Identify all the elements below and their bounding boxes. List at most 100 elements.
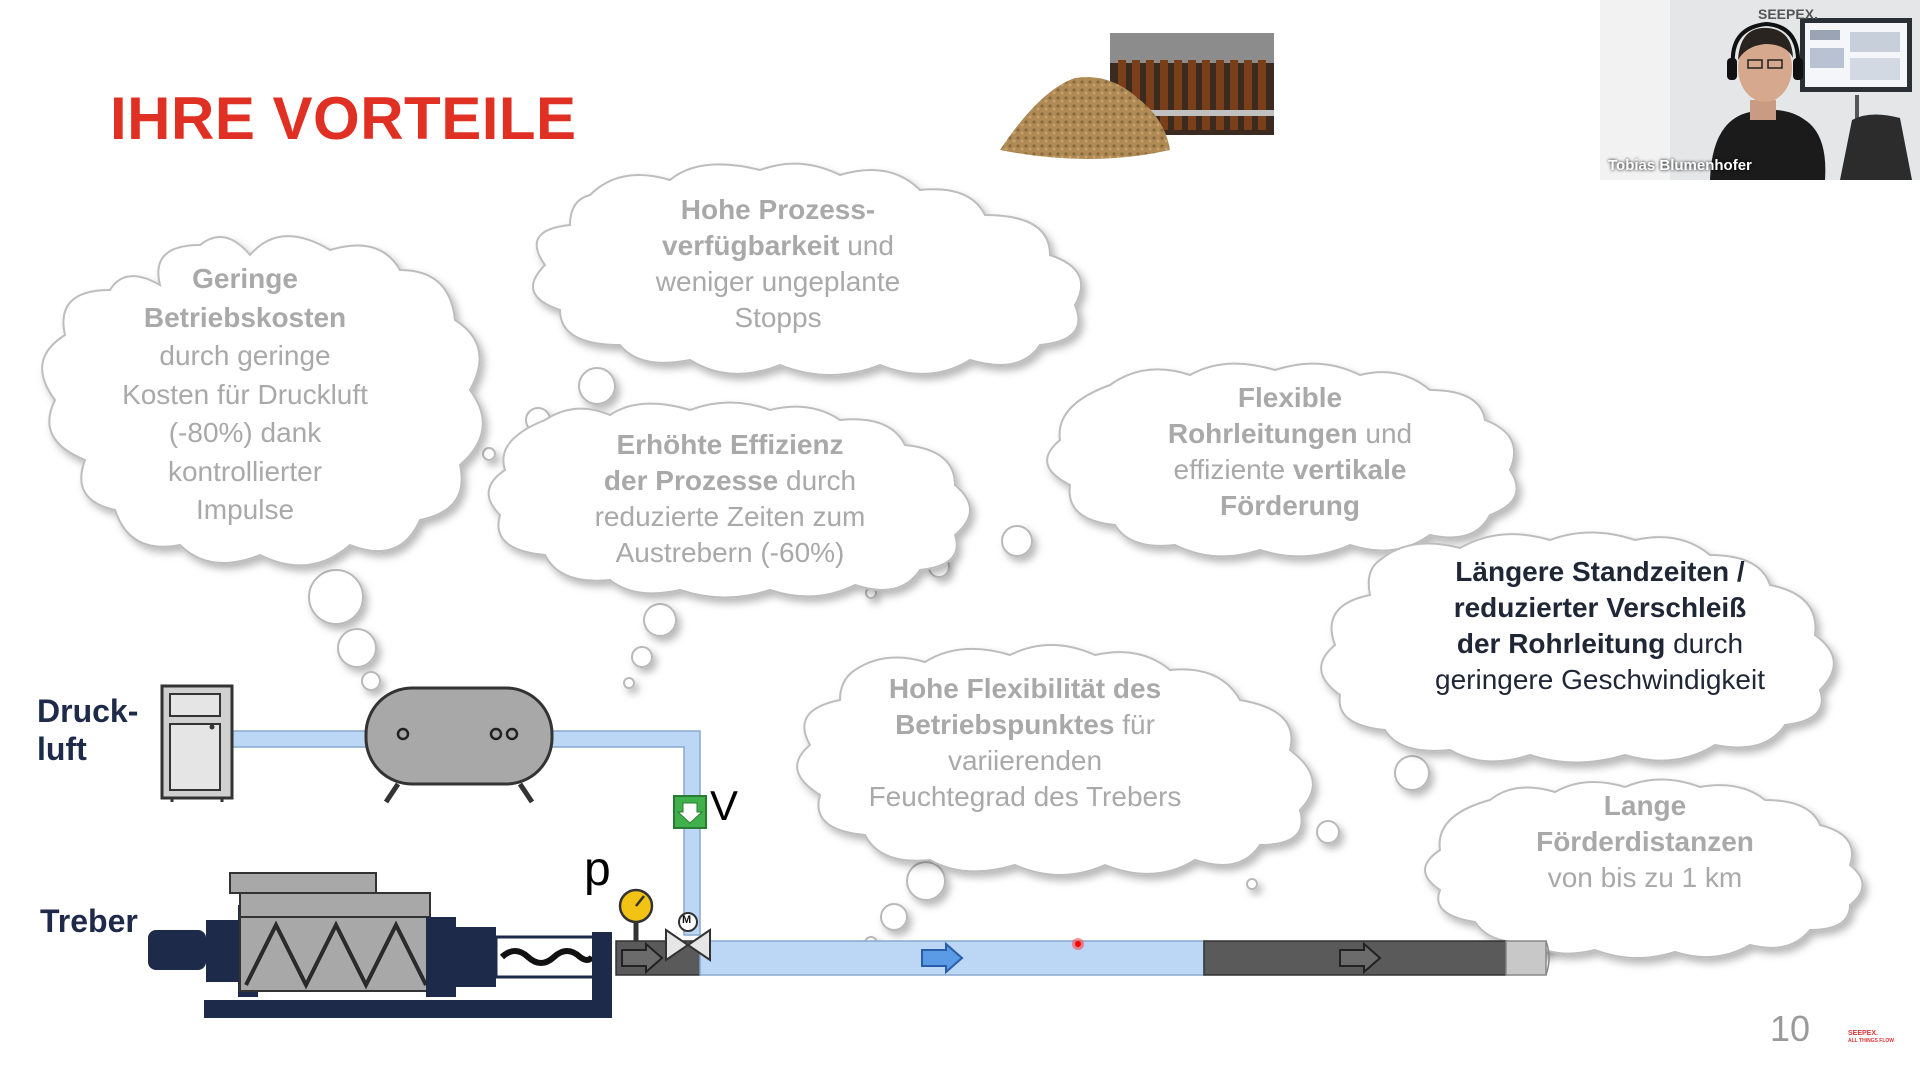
cloud-line: Feuchtegrad des Trebers <box>830 779 1220 815</box>
cloud-line: Längere Standzeiten / <box>1400 554 1800 590</box>
laser-pointer <box>1072 938 1084 950</box>
cloud-text-run: Betriebspunktes <box>895 709 1115 740</box>
cloud-text-run: Stopps <box>734 302 822 333</box>
cloud-text-run: weniger ungeplante <box>655 266 901 297</box>
cloud-line: durch geringe <box>80 337 410 376</box>
compressor-cabinet <box>160 684 234 802</box>
flow-arrow <box>621 941 664 975</box>
cloud-text-run: variierenden <box>947 745 1103 776</box>
label-pressure: p <box>584 843 611 896</box>
cloud-text-run: Hohe Flexibilität des <box>888 673 1162 704</box>
cloud-betriebskosten <box>41 235 484 567</box>
air-receiver-tank <box>364 686 554 804</box>
cloud-text-run: Feuchtegrad des Trebers <box>868 781 1182 812</box>
webcam-background-logo: SEEPEX. <box>1758 6 1818 22</box>
cloud-line: Austrebern (-60%) <box>545 535 915 571</box>
air-valve <box>673 795 707 829</box>
cloud-line: Lange <box>1480 788 1810 824</box>
cloud-text-run: Längere Standzeiten / <box>1455 556 1745 587</box>
cloud-text-effizienz: Erhöhte Effizienz der Prozesse durch reduz… <box>545 427 915 571</box>
cloud-line: reduzierter Verschleiß <box>1400 590 1800 626</box>
cloud-text-run: der Rohrleitung <box>1456 628 1666 659</box>
cloud-text-run: Erhöhte Effizienz <box>616 429 844 460</box>
cloud-line: weniger ungeplante <box>608 264 948 300</box>
webcam-video-tile[interactable]: SEEPEX. Tobias Blumenhofer <box>1600 0 1920 180</box>
cloud-line: verfügbarkeit und <box>608 228 948 264</box>
cloud-text-run: (-80%) dank <box>168 417 322 448</box>
slide-title: IHRE VORTEILE <box>110 85 577 152</box>
cloud-line: variierenden <box>830 743 1220 779</box>
webcam-video-frame <box>1600 0 1920 180</box>
label-druckluft-line1: Druck- <box>37 693 139 729</box>
page-number: 10 <box>1769 1008 1810 1049</box>
cloud-effizienz <box>487 401 971 599</box>
cloud-text-run: Geringe <box>192 263 298 294</box>
cloud-line: von bis zu 1 km <box>1480 860 1810 896</box>
cloud-text-run: reduzierter Verschleiß <box>1453 592 1747 623</box>
cloud-text-run: durch geringe <box>159 340 331 371</box>
cloud-line: effiziente vertikale <box>1090 452 1490 488</box>
cloud-text-run: Hohe Prozess- <box>680 194 876 225</box>
cloud-text-run: durch <box>778 465 857 496</box>
cloud-prozessverfuegbarkeit <box>532 162 1083 376</box>
label-motor: M <box>682 914 692 926</box>
cloud-text-run: verfügbarkeit <box>662 230 840 261</box>
flow-arrow <box>1339 941 1382 975</box>
pinch-valve <box>665 912 711 962</box>
footer-logo: SEEPEX. ALL THINGS FLOW <box>1848 1030 1894 1044</box>
screw-pump <box>148 872 612 1018</box>
cloud-text-run: und <box>839 230 894 261</box>
cloud-text-run: der Prozesse <box>603 465 779 496</box>
cloud-line: Geringe <box>80 260 410 299</box>
cloud-text-run: Impulse <box>195 494 295 525</box>
label-druckluft: Druck- luft <box>37 692 138 768</box>
cloud-text-run: vertikale <box>1292 454 1407 485</box>
participant-name: Tobias Blumenhofer <box>1608 157 1752 174</box>
cloud-text-run: Flexible <box>1237 382 1343 413</box>
cloud-text-run: Lange <box>1603 790 1687 821</box>
cloud-standzeiten <box>1320 531 1835 764</box>
cloud-rohrleitungen <box>1046 362 1518 558</box>
cloud-text-run: Austrebern (-60%) <box>615 537 845 568</box>
cloud-line: der Rohrleitung durch <box>1400 626 1800 662</box>
cloud-line: Flexible <box>1090 380 1490 416</box>
cloud-line: kontrollierter <box>80 453 410 492</box>
cloud-line: Hohe Flexibilität des <box>830 671 1220 707</box>
cloud-text-run: durch <box>1665 628 1744 659</box>
cloud-text-standzeiten: Längere Standzeiten / reduzierter Verschl… <box>1400 554 1800 698</box>
cloud-text-run: effiziente <box>1173 454 1293 485</box>
cloud-text-run: kontrollierter <box>167 455 323 487</box>
cloud-line: Betriebskosten <box>80 299 410 338</box>
cloud-foerderdistanzen <box>1424 778 1864 959</box>
cloud-text-run: Kosten für Druckluft <box>122 378 368 410</box>
footer-logo-line2: ALL THINGS FLOW <box>1848 1038 1895 1044</box>
cloud-line: Impulse <box>80 491 410 530</box>
label-treber: Treber <box>40 903 138 939</box>
spent-grain-pile <box>1000 76 1170 159</box>
cloud-line: reduzierte Zeiten zum <box>545 499 915 535</box>
cloud-text-run: und <box>1357 418 1413 449</box>
cloud-text-run: Betriebskosten <box>143 301 347 333</box>
cloud-text-run: Förderung <box>1220 490 1360 521</box>
cloud-text-run: Förderdistanzen <box>1536 826 1754 857</box>
cloud-line: geringere Geschwindigkeit <box>1400 662 1800 698</box>
cloud-line: Kosten für Druckluft <box>80 376 410 415</box>
cloud-text-run: von bis zu 1 km <box>1547 862 1743 893</box>
flow-arrow <box>921 941 964 975</box>
cloud-line: Erhöhte Effizienz <box>545 427 915 463</box>
cloud-line: Rohrleitungen und <box>1090 416 1490 452</box>
cloud-line: Stopps <box>608 300 948 336</box>
cloud-text-run: für <box>1114 709 1155 740</box>
label-valve: V <box>710 782 739 829</box>
cloud-line: Hohe Prozess- <box>608 192 948 228</box>
cloud-line: Betriebspunktes für <box>830 707 1220 743</box>
cloud-text-run: reduzierte Zeiten zum <box>594 501 866 532</box>
cloud-flexibilitaet <box>796 644 1314 876</box>
